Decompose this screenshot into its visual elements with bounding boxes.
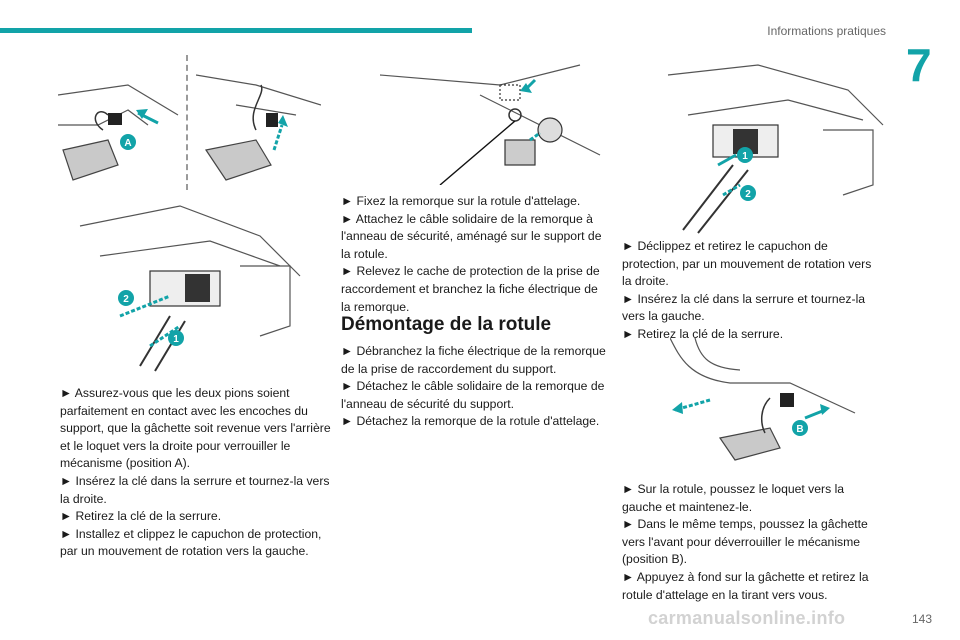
figure-label-1: 1 <box>173 334 179 345</box>
paragraph: ► Retirez la clé de la serrure. <box>622 326 784 341</box>
figure-cable-plug <box>380 64 601 185</box>
paragraph: ► Appuyez à fond sur la gâchette et reti… <box>622 569 869 602</box>
figure-label-a: A <box>124 138 131 149</box>
paragraph: ► Attachez le câble solidaire de la remo… <box>341 211 602 261</box>
figure-label-b: B <box>796 424 803 435</box>
instructions-trailer: ► Fixez la remorque sur la rotule d'atte… <box>341 193 609 316</box>
watermark: carmanualsonline.info <box>648 608 846 628</box>
paragraph: ► Déclippez et retirez le capuchon de pr… <box>622 239 872 289</box>
figure-cap-key: 1 2 <box>667 64 884 234</box>
instructions-dismount: ► Débranchez la fiche électrique de la r… <box>341 343 609 431</box>
chapter-number: 7 <box>906 39 932 91</box>
figure-label-2b: 2 <box>745 189 751 200</box>
instructions-cap-key: ► Déclippez et retirez le capuchon de pr… <box>622 238 884 344</box>
figure-key-insert <box>196 74 321 181</box>
paragraph: ► Installez et clippez le capuchon de pr… <box>60 526 322 559</box>
figure-label-2: 2 <box>123 294 129 305</box>
paragraph: ► Insérez la clé dans la serrure et tour… <box>622 291 866 324</box>
page-number: 143 <box>911 612 932 626</box>
paragraph: ► Détachez le câble solidaire de la remo… <box>341 379 605 411</box>
figure-divider <box>186 55 188 190</box>
figure-lock-position-a: A <box>58 84 179 181</box>
figure-label-1b: 1 <box>742 151 748 162</box>
paragraph: ► Débranchez la fiche électrique de la r… <box>341 344 606 376</box>
paragraph: ► Assurez-vous que les deux pions soient… <box>60 386 331 471</box>
section-heading: Démontage de la rotule <box>341 314 552 335</box>
paragraph: ► Sur la rotule, poussez le loquet vers … <box>622 482 845 514</box>
figure-latch-trigger: 2 1 <box>79 205 301 372</box>
section-title: Informations pratiques <box>767 24 886 38</box>
instructions-unlock: ► Sur la rotule, poussez le loquet vers … <box>622 481 884 604</box>
paragraph: ► Retirez la clé de la serrure. <box>60 509 222 524</box>
paragraph: ► Insérez la clé dans la serrure et tour… <box>60 473 330 506</box>
figure-unlock-position-b: B <box>670 338 856 461</box>
paragraph: ► Détachez la remorque de la rotule d'at… <box>341 414 600 429</box>
paragraph: ► Fixez la remorque sur la rotule d'atte… <box>341 194 581 208</box>
instructions-mounting: ► Assurez-vous que les deux pions soient… <box>60 385 332 561</box>
header-accent-bar <box>0 28 472 33</box>
paragraph: ► Dans le même temps, poussez la gâchett… <box>622 517 868 567</box>
paragraph: ► Relevez le cache de protection de la p… <box>341 264 600 314</box>
